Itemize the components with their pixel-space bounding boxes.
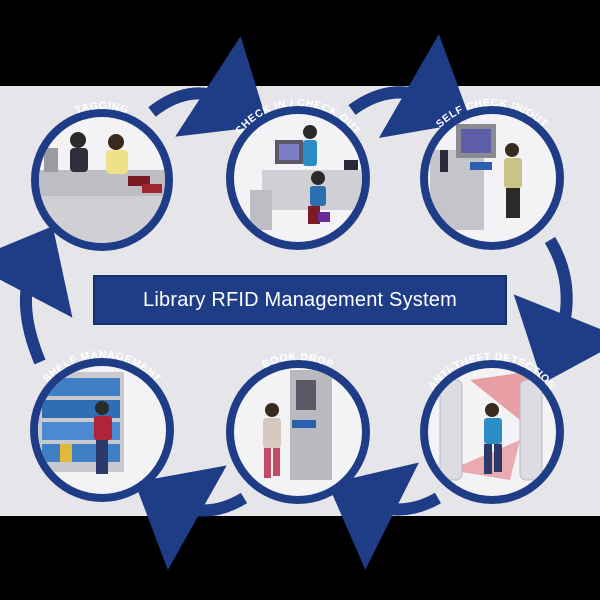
stage-tagging: TAGGING (31, 100, 173, 251)
stage-anti-theft: ANTI-THEFT DETECTION (420, 351, 564, 504)
stage-shelf-management: SHELF MANAGEMENT (30, 349, 174, 502)
arrow-antitheft-to-bookdrop (327, 462, 442, 570)
diagram-title: Library RFID Management System (93, 275, 507, 325)
check-illustration (250, 125, 362, 230)
book-drop-illustration (263, 370, 332, 480)
stage-self-check: SELF CHECK IN/OUT (420, 97, 564, 250)
anti-theft-illustration (439, 370, 543, 481)
arrow-shelf-to-tagging (0, 226, 73, 365)
stage-check-in-out: CHECK IN / CHECK OUT (226, 97, 370, 250)
shelf-illustration (38, 372, 124, 474)
svg-text:TAGGING: TAGGING (73, 100, 130, 117)
arrow-check-to-self (348, 34, 472, 138)
flow-arrows (0, 34, 600, 570)
stage-label-tagging: TAGGING (73, 100, 129, 117)
stage-book-drop: BOOK DROP (226, 351, 370, 504)
arrow-tagging-to-check (148, 36, 269, 137)
arrow-self-to-antitheft (513, 236, 600, 384)
arrow-bookdrop-to-shelf (134, 465, 248, 570)
